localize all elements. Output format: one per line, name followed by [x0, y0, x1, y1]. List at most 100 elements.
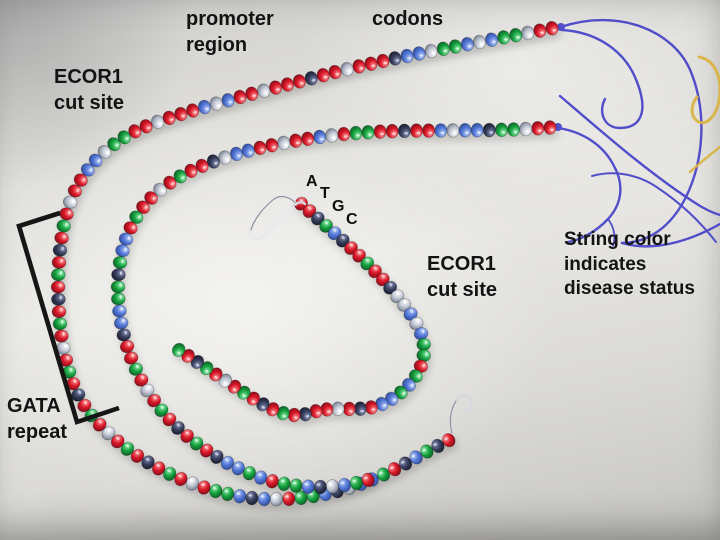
bead-blue [257, 491, 271, 507]
clasps [247, 193, 473, 435]
bead-red [543, 120, 557, 135]
label-string-color-note: String color indicates disease status [564, 229, 695, 300]
bead-red [50, 280, 66, 294]
bead-dark [313, 479, 327, 495]
bead-red [342, 401, 356, 417]
bead-red [233, 89, 247, 105]
bead-red [51, 305, 67, 319]
base-letter-t: T [320, 185, 330, 202]
bead-green [52, 317, 68, 331]
bead-silver [472, 34, 487, 50]
bead-silver [269, 491, 284, 507]
bead-red [302, 204, 317, 219]
bead-green [221, 486, 235, 502]
bead-dark [141, 455, 155, 470]
base-letter-a: A [306, 173, 318, 190]
bead-red [73, 173, 88, 187]
bead-green [376, 467, 391, 482]
bead-green [319, 218, 333, 233]
bead-silver [519, 121, 533, 137]
string-loop-inner [560, 28, 644, 130]
bead-silver [101, 426, 116, 441]
bead-red [139, 119, 153, 134]
bead-red [422, 123, 436, 138]
bead-silver [446, 123, 460, 138]
bead-silver [218, 150, 232, 165]
label-promoter-region: promoter region [186, 8, 274, 56]
bead-blue [485, 32, 499, 47]
bead-blue [221, 93, 235, 108]
bead-red [364, 56, 378, 71]
bead-green [111, 292, 126, 306]
bead-green [294, 490, 308, 506]
bead-dark [482, 122, 496, 138]
bead-blue [412, 46, 426, 61]
bead-red [376, 53, 390, 69]
bead-silver [185, 476, 199, 491]
bead-red [282, 491, 296, 507]
bead-red [531, 121, 545, 136]
string-knot-1 [557, 23, 565, 31]
bead-blue [409, 450, 423, 465]
bead-silver [521, 25, 535, 41]
bead-red [51, 255, 67, 269]
bead-green [497, 30, 511, 45]
bead-silver [209, 96, 223, 111]
bead-red [54, 329, 69, 343]
bead-green [61, 365, 77, 379]
bead-red [269, 80, 283, 95]
tie-strings [554, 18, 720, 248]
bead-silver [331, 401, 345, 417]
bead-red [174, 106, 188, 122]
label-ecor1-cut-site-mid: ECOR1 cut site [427, 253, 498, 301]
bead-green [117, 130, 131, 145]
bead-red [130, 448, 145, 463]
bead-dark [388, 51, 402, 66]
bead-red [280, 77, 295, 92]
bead-red [144, 191, 159, 205]
base-letter-c: C [346, 211, 358, 228]
bead-green [416, 348, 431, 363]
label-codons: codons [372, 8, 444, 30]
bead-blue [460, 36, 474, 52]
bead-blue [301, 479, 315, 494]
bead-dark [353, 401, 367, 416]
bead-green [509, 27, 523, 43]
bead-green [420, 444, 434, 459]
bead-red [442, 433, 456, 448]
label-gata-repeat: GATA repeat [7, 395, 68, 443]
bead-red [54, 231, 69, 245]
bead-silver [424, 43, 438, 59]
bead-red [344, 241, 358, 256]
bead-red [181, 348, 195, 363]
bead-green [361, 125, 375, 140]
bead-green [51, 268, 66, 282]
bead-blue [88, 153, 103, 168]
bead-red [265, 137, 279, 153]
bead-red [174, 471, 188, 487]
bead-red [119, 339, 135, 354]
gata-bracket [16, 210, 120, 425]
bead-blue [413, 327, 429, 341]
bead-green [209, 483, 223, 499]
bead-red [385, 123, 399, 139]
bead-green [189, 436, 204, 451]
label-ecor1-cut-site-top: ECOR1 cut site [54, 66, 125, 114]
bead-green [242, 466, 257, 481]
bead-blue [112, 304, 127, 318]
bead-silver [62, 195, 78, 209]
bead-red [545, 20, 559, 36]
bead-silver [257, 83, 271, 98]
bead-blue [434, 123, 448, 138]
bead-silver [151, 114, 165, 130]
bead-red [387, 462, 402, 477]
bead-green [110, 280, 126, 294]
bead-silver [97, 144, 112, 159]
bead-green [494, 122, 509, 138]
bead-blue [118, 232, 134, 246]
bead-red [59, 207, 74, 221]
yellow-tail [688, 145, 720, 174]
bead-red [287, 407, 301, 423]
bead-dark [398, 456, 413, 471]
